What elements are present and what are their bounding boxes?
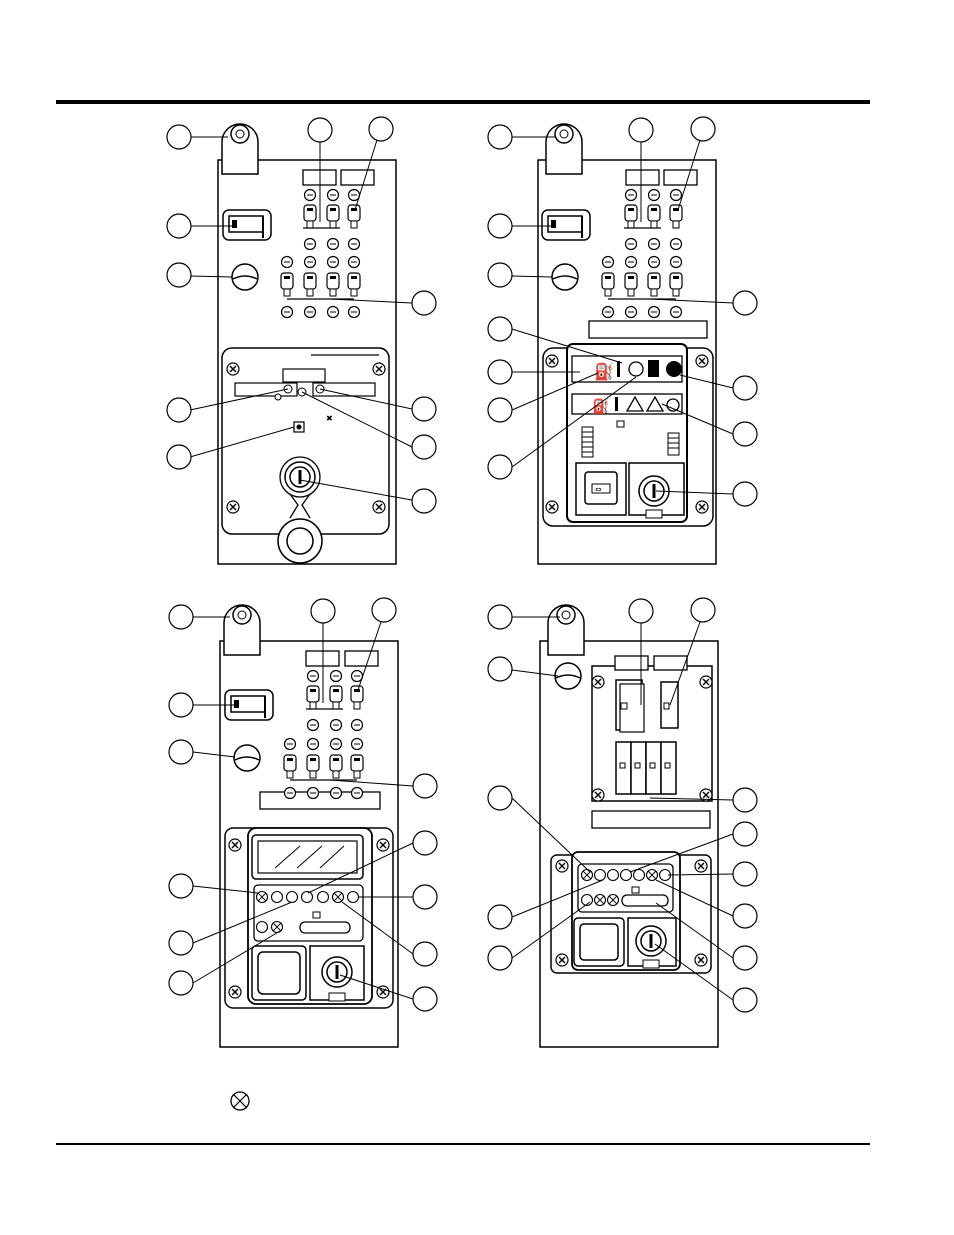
breaker-large [616,680,644,732]
rotary-knob [555,663,581,689]
arrows-icon: ⇔ [595,485,602,494]
svg-text:✖: ✖ [326,414,333,423]
key-switch [322,957,352,987]
breaker-bank [616,742,676,794]
panel-4 [488,598,757,1047]
push-button [258,952,300,994]
key-switch [636,926,666,956]
panel-2: ⛽ ⛽ ⇔ [488,117,757,564]
oil-can-icon: ⛽ [594,362,614,381]
rotary-knob [234,745,260,771]
crossed-circle-icon [231,1092,249,1110]
bottom-rule [56,1143,870,1145]
rotary-knob [552,264,578,290]
thermometer-icon [617,361,620,377]
indicator-lamp [222,124,258,174]
indicator-lamp [548,605,584,655]
rotary-knob [232,264,258,290]
panel-1: ✖ [167,117,436,564]
key-switch [285,462,315,492]
glow-plug-icon [667,399,679,411]
filter-icon [666,361,682,377]
fuel-icon [648,360,659,377]
panel-3 [169,598,437,1047]
warning-icons-row-1 [572,356,682,382]
push-button [580,924,618,960]
indicator-lamp [224,605,260,655]
top-rule [56,100,870,104]
indicator-lamp [546,124,582,174]
bar-gauge-right [668,433,679,455]
bar-gauge-left [582,427,593,457]
